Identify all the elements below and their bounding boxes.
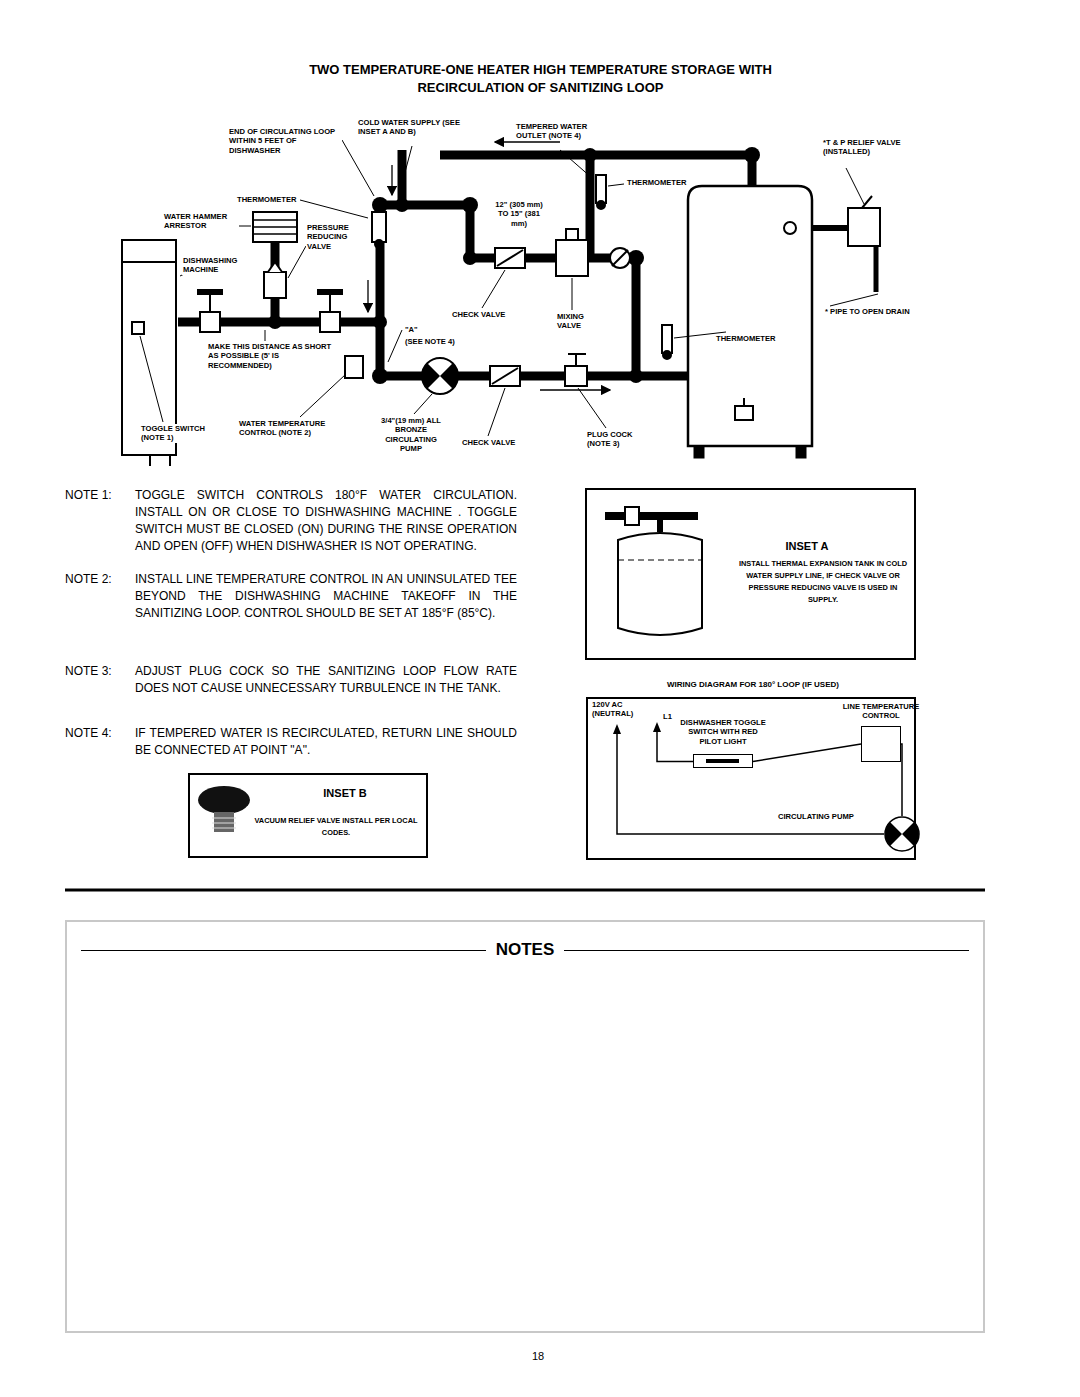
node-box: INSET A INSTALL THERMAL EXPANSION TANK IN… <box>585 488 916 660</box>
node-box: DISHWASHER TOGGLE SWITCH WITH RED PILOT … <box>678 718 768 768</box>
label: PLUG COCK (NOTE 3) <box>586 430 658 449</box>
label: NOTE 3: <box>65 663 131 680</box>
water-heater-tank <box>688 186 880 458</box>
node-text: INSET A <box>707 540 907 553</box>
node-text: WIRING DIAGRAM FOR 180° LOOP (IF USED) <box>588 679 918 690</box>
expansion-tank-picture <box>605 507 702 635</box>
temperature-control-box <box>861 726 901 762</box>
label: 12" (305 mm) TO 15" (381 mm) <box>490 200 548 228</box>
label: WATER HAMMER ARRESTOR <box>163 212 239 231</box>
flow-arrows <box>368 142 610 390</box>
heading-rule <box>81 950 486 951</box>
node-box: LINE TEMPERATURE CONTROL <box>838 702 924 762</box>
label: INSTALL LINE TEMPERATURE CONTROL IN AN U… <box>135 571 517 622</box>
label: IF TEMPERED WATER IS RECIRCULATED, RETUR… <box>135 725 517 759</box>
heading-rule <box>564 950 969 951</box>
label: TEMPERED WATER OUTLET (NOTE 4) <box>515 122 617 141</box>
node-box: NOTES <box>65 920 985 1333</box>
label: NOTE 4: <box>65 725 131 742</box>
label: 18 <box>532 1349 544 1363</box>
label: END OF CIRCULATING LOOP WITHIN 5 FEET OF… <box>228 127 342 155</box>
node-box: WIRING DIAGRAM FOR 180° LOOP (IF USED)LI… <box>586 697 916 860</box>
label: NOTE 1: <box>65 487 131 504</box>
page-title: TWO TEMPERATURE-ONE HEATER HIGH TEMPERAT… <box>288 61 793 97</box>
label: "A" <box>404 325 419 334</box>
vacuum-relief-valve-picture <box>198 786 250 832</box>
node-box: CIRCULATING PUMP <box>778 808 918 858</box>
section-rule <box>65 889 985 892</box>
label: TOGGLE SWITCH CONTROLS 180°F WATER CIRCU… <box>135 487 517 555</box>
label: COLD WATER SUPPLY (SEE INSET A AND B) <box>357 118 464 137</box>
node-text: INSTALL THERMAL EXPANSION TANK IN COLD W… <box>735 558 911 605</box>
label: *T & P RELIEF VALVE (INSTALLED) <box>822 138 906 157</box>
node-text: NOTES <box>67 940 983 960</box>
wire-connector <box>901 744 902 816</box>
wire-connector <box>753 744 861 761</box>
node-text: DISHWASHER TOGGLE SWITCH WITH RED PILOT … <box>678 718 768 746</box>
node-text: CIRCULATING PUMP <box>778 812 878 821</box>
label: CHECK VALVE <box>461 438 516 447</box>
terminal-arrow <box>653 722 661 732</box>
node-box: INSET B VACUUM RELIEF VALVE INSTALL PER L… <box>188 773 428 858</box>
terminal-arrow <box>613 724 621 734</box>
label: * PIPE TO OPEN DRAIN <box>824 307 911 316</box>
node-text: LINE TEMPERATURE CONTROL <box>838 702 924 721</box>
toggle-switch-symbol <box>693 754 753 768</box>
label: 3/4"(19 mm) ALL BRONZE CIRCULATING PUMP <box>380 416 442 453</box>
node-text: VACUUM RELIEF VALVE INSTALL PER LOCAL CO… <box>246 815 426 839</box>
fittings <box>198 175 672 386</box>
pipe-elbows <box>268 147 760 384</box>
label: THERMOMETER <box>236 195 297 204</box>
label: MIXING VALVE <box>556 312 608 331</box>
circulating-pump-symbol <box>422 358 458 394</box>
supply-wire <box>657 730 693 761</box>
label: L1 <box>662 712 673 721</box>
label: CHECK VALVE <box>451 310 506 319</box>
label: 120V AC (NEUTRAL) <box>591 700 637 719</box>
label: (SEE NOTE 4) <box>404 337 456 346</box>
label: PRESSURE REDUCING VALVE <box>306 223 366 251</box>
leader-lines <box>140 140 878 436</box>
pump-symbol <box>884 816 920 852</box>
label: MAKE THIS DISTANCE AS SHORT AS POSSIBLE … <box>207 342 337 370</box>
node-text: INSET B <box>270 787 420 800</box>
label: ADJUST PLUG COCK SO THE SANITIZING LOOP … <box>135 663 517 697</box>
pilot-light-bar <box>706 759 739 763</box>
label: NOTE 2: <box>65 571 131 588</box>
pipes <box>178 150 752 376</box>
label: THERMOMETER <box>715 334 776 343</box>
neutral-wire <box>617 732 884 834</box>
label: WATER TEMPERATURE CONTROL (NOTE 2) <box>238 419 358 438</box>
label: DISHWASHING MACHINE <box>182 256 256 275</box>
label: THERMOMETER <box>626 178 687 187</box>
label: TOGGLE SWITCH (NOTE 1) <box>140 424 226 443</box>
